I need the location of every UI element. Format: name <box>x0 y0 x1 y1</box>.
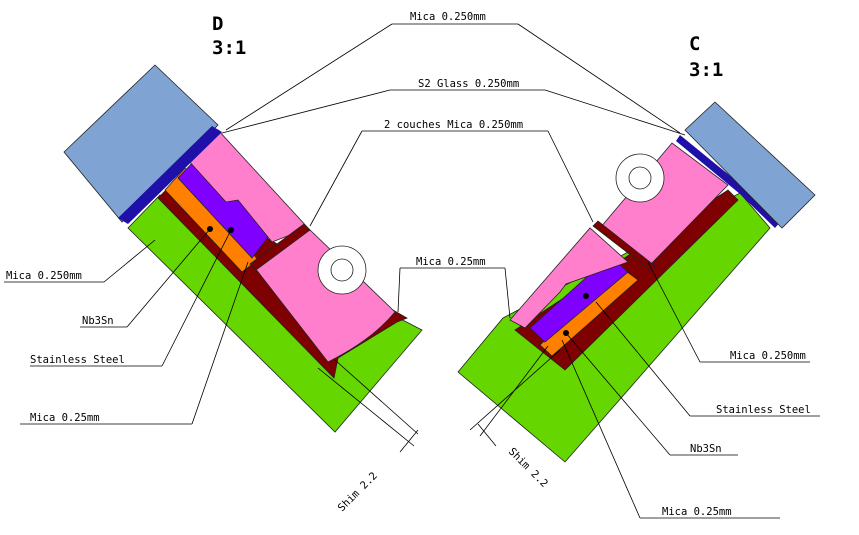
wedge-separator <box>592 220 656 271</box>
label-right-stainless: Stainless Steel <box>716 404 811 416</box>
cooling-hole-inner <box>330 258 354 282</box>
label-left-nb3sn: Nb3Sn <box>82 315 114 327</box>
view-c-assembly <box>457 101 816 463</box>
view-c-letter: C <box>689 33 700 55</box>
blue-insulation-band <box>118 126 222 224</box>
blue-collar-block <box>684 101 816 229</box>
label-left-mica-025: Mica 0.25mm <box>30 412 100 424</box>
view-d-scale: 3:1 <box>212 37 246 59</box>
label-left-mica: Mica 0.250mm <box>6 270 82 282</box>
cooling-hole-inner <box>628 166 652 190</box>
label-s2-glass: S2 Glass 0.250mm <box>418 78 519 90</box>
blue-insulation-band <box>676 135 780 228</box>
view-d-letter: D <box>212 13 223 35</box>
label-right-nb3sn: Nb3Sn <box>690 443 722 455</box>
label-couches-mica: 2 couches Mica 0.250mm <box>384 119 523 131</box>
label-right-shim: Shim 2.2 <box>506 446 550 490</box>
label-left-shim: Shim 2.2 <box>336 470 380 514</box>
wedge-separator <box>249 223 311 271</box>
view-c-scale: 3:1 <box>689 59 723 81</box>
blue-collar-block <box>63 64 219 223</box>
label-mica-top: Mica 0.250mm <box>410 11 486 23</box>
label-right-mica-025: Mica 0.25mm <box>662 506 732 518</box>
view-d-assembly <box>63 64 423 433</box>
leader-lines <box>4 23 820 519</box>
label-mica-middle: Mica 0.25mm <box>416 256 486 268</box>
conductor-dot <box>583 293 589 299</box>
pink-wedge-lower <box>509 227 629 329</box>
label-left-stainless: Stainless Steel <box>30 354 125 366</box>
nb3sn-conductor <box>529 255 629 343</box>
green-insulation-block <box>457 192 771 463</box>
pink-wedge-lower <box>254 227 396 363</box>
label-right-mica: Mica 0.250mm <box>730 350 806 362</box>
